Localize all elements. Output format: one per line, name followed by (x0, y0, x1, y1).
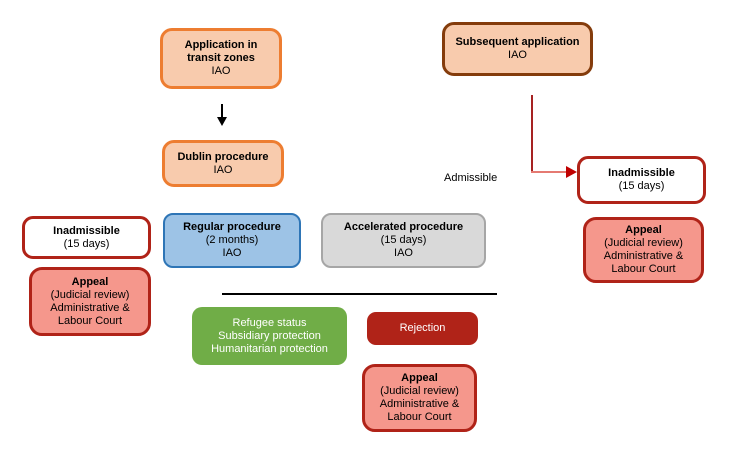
node-org: IAO (508, 49, 527, 61)
arrow-transit-to-dublin-head (217, 117, 227, 126)
node-inadmissible-left: Inadmissible (15 days) (22, 216, 151, 259)
node-appeal-bottom: Appeal (Judicial review) Administrative … (362, 364, 477, 432)
node-duration: (15 days) (380, 234, 427, 246)
arrow-subsequent-to-inadmissible-horizontal (531, 171, 567, 173)
node-line: Subsidiary protection (218, 329, 321, 342)
node-dublin-procedure: Dublin procedure IAO (162, 140, 284, 187)
node-appeal-left: Appeal (Judicial review) Administrative … (29, 267, 151, 336)
node-title: Inadmissible (608, 167, 675, 179)
node-accelerated-procedure: Accelerated procedure (15 days) IAO (321, 213, 486, 268)
node-regular-procedure: Regular procedure (2 months) IAO (163, 213, 301, 268)
node-line: Administrative & (603, 250, 684, 262)
separator-line (222, 293, 497, 295)
node-title: Inadmissible (53, 224, 120, 237)
node-subsequent-application: Subsequent application IAO (442, 22, 593, 76)
node-appeal-right: Appeal (Judicial review) Administrative … (583, 217, 704, 283)
node-title: Application in transit zones (184, 39, 258, 64)
node-line: Humanitarian protection (211, 342, 328, 355)
node-line: Labour Court (57, 314, 123, 327)
node-line: Labour Court (611, 263, 676, 275)
node-duration: (15 days) (618, 180, 665, 192)
node-title: Appeal (71, 275, 109, 288)
node-org: IAO (211, 65, 231, 77)
node-positive-outcomes: Refugee status Subsidiary protection Hum… (192, 307, 347, 365)
node-line: (Judicial review) (380, 385, 459, 397)
node-title: Rejection (399, 322, 446, 334)
node-application-transit-zones: Application in transit zones IAO (160, 28, 282, 89)
node-org: IAO (213, 163, 233, 176)
node-inadmissible-right: Inadmissible (15 days) (577, 156, 706, 204)
node-title: Subsequent application (455, 36, 580, 48)
node-line: Labour Court (387, 411, 452, 423)
node-line: (Judicial review) (50, 288, 130, 301)
node-title: Appeal (625, 224, 662, 236)
arrow-subsequent-to-inadmissible-vertical (531, 95, 533, 172)
node-rejection: Rejection (367, 312, 478, 345)
arrow-transit-to-dublin-shaft (221, 104, 223, 118)
node-title: Accelerated procedure (343, 221, 464, 233)
node-title: Regular procedure (183, 221, 281, 233)
node-duration: (2 months) (205, 234, 259, 246)
node-org: IAO (394, 247, 413, 259)
node-line: Administrative & (50, 301, 130, 314)
node-org: IAO (222, 247, 242, 259)
node-line: Administrative & (379, 398, 460, 410)
arrow-subsequent-to-inadmissible-head (566, 166, 577, 178)
node-line: (Judicial review) (604, 237, 683, 249)
node-duration: (15 days) (63, 237, 110, 250)
admissible-label: Admissible (444, 172, 498, 184)
node-title: Dublin procedure (177, 150, 269, 163)
node-line: Refugee status (232, 316, 307, 329)
node-title: Appeal (401, 372, 438, 384)
